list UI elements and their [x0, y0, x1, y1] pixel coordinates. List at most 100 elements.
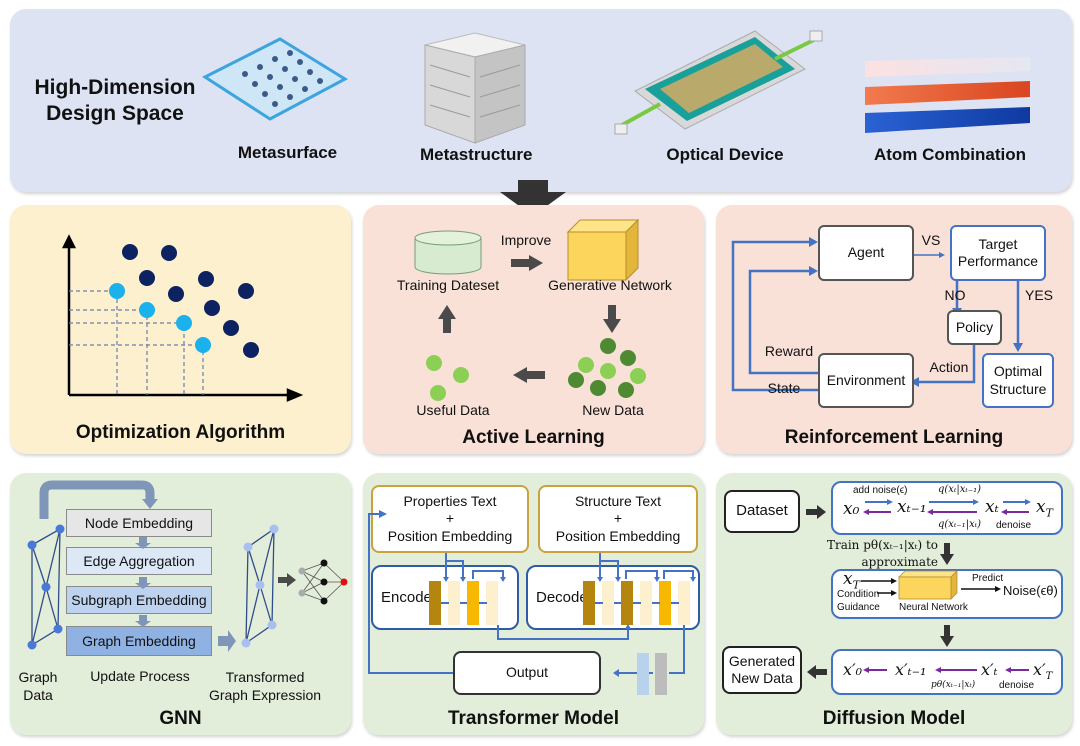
dominated-point: [198, 271, 214, 287]
vs-label: VS: [921, 232, 941, 248]
update-process-label: Update Process: [90, 668, 190, 684]
agent-box: Agent: [818, 225, 914, 281]
graph-data-icon: [27, 524, 65, 650]
gnn-layer-edge-aggregation: Edge Aggregation: [66, 547, 212, 575]
x0-symbol: x₀: [843, 499, 860, 519]
design-space-panel: High-Dimension Design Space Metasurface …: [10, 9, 1072, 192]
atom-combination-icon: [865, 57, 1030, 133]
forward-process-box: add noise(ϵ) q(xₜ|xₜ₋₁) x₀ xₜ₋₁ xₜ xT q(…: [831, 481, 1063, 535]
transformed-graph-icon: [241, 524, 279, 648]
pareto-scatter: [61, 234, 304, 402]
transformed-graph-label: Transformed Graph Expression: [208, 669, 322, 703]
dominated-point: [122, 244, 138, 260]
train-down-arrow-icon: [940, 543, 954, 565]
metasurface-icon: [201, 37, 349, 121]
properties-text-box: Properties Text + Position Embedding: [371, 485, 529, 553]
dataset-arrow-icon: [806, 505, 826, 519]
reverse-arrows: [863, 667, 1029, 673]
nn-down-arrow-icon: [940, 625, 954, 647]
gnn-feedback-arrow: [39, 480, 158, 519]
action-label: Action: [929, 359, 969, 375]
optical-device-icon: [614, 30, 823, 135]
design-space-title: High-Dimension Design Space: [34, 76, 196, 125]
pareto-point: [195, 337, 211, 353]
diffusion-title: Diffusion Model: [822, 708, 966, 729]
xT-symbol: xT: [1036, 497, 1053, 520]
q-reverse-label: q(xₜ₋₁|xₜ): [938, 519, 982, 530]
down-arrow-icon: [500, 180, 566, 216]
improve-label: Improve: [500, 232, 552, 248]
new-data-cluster: [568, 338, 646, 398]
dominated-point: [204, 300, 220, 316]
down-arrow-small-icon: [603, 305, 621, 333]
condition-label: Condition: [837, 589, 880, 600]
dominated-point: [161, 245, 177, 261]
gnn-layer-graph-embedding: Graph Embedding: [66, 626, 212, 656]
gnn-output-arrow-icon: [218, 630, 236, 652]
transformer-blocks: [368, 510, 696, 695]
dominated-point: [168, 286, 184, 302]
generated-new-data-box: Generated New Data: [722, 646, 802, 694]
graph-data-label: Graph Data: [18, 669, 58, 703]
metastructure-label: Metastructure: [420, 145, 533, 164]
xt-prime-symbol: x′ₜ: [981, 660, 998, 679]
metastructure-icon: [424, 32, 526, 144]
output-box: Output: [453, 651, 601, 695]
training-dataset-label: Training Dateset: [396, 277, 500, 293]
gnn-panel: Node Embedding Edge Aggregation Subgraph…: [10, 473, 351, 735]
environment-box: Environment: [818, 353, 914, 408]
atom-combination-label: Atom Combination: [873, 145, 1027, 164]
x-axis-arrow-icon: [286, 388, 304, 402]
generative-network-icon: [566, 218, 640, 282]
gnn-layer-node-embedding: Node Embedding: [66, 509, 212, 537]
forward-arrows: [863, 499, 1031, 515]
pareto-point: [109, 283, 125, 299]
dataset-box: Dataset: [724, 490, 800, 533]
optical-device-label: Optical Device: [666, 145, 784, 164]
diffusion-panel: Dataset add noise(ϵ) q(xₜ|xₜ₋₁) x₀ xₜ₋₁ …: [716, 473, 1072, 735]
transformer-panel: Properties Text + Position Embedding Str…: [363, 473, 704, 735]
metasurface-label: Metasurface: [237, 143, 338, 162]
encoder-label: Encoder: [381, 589, 437, 606]
neural-network-arrows: [861, 570, 1001, 600]
generative-network-label: Generative Network: [548, 277, 672, 293]
policy-box: Policy: [947, 310, 1002, 345]
dominated-point: [238, 283, 254, 299]
left-arrow-icon: [513, 367, 545, 383]
decoder-label: Decoder: [536, 589, 593, 606]
neural-network-label: Neural Network: [899, 602, 968, 613]
xT-input-symbol: xT: [843, 569, 860, 592]
active-learning-panel: Training Dateset Improve Generative Netw…: [363, 205, 704, 454]
no-label: NO: [944, 287, 966, 303]
state-label: State: [767, 380, 801, 396]
xt-minus-1-prime-symbol: x′ₜ₋₁: [895, 660, 927, 679]
dominated-point: [139, 270, 155, 286]
reverse-denoise-label: denoise: [999, 680, 1035, 691]
transformer-title: Transformer Model: [447, 708, 620, 729]
optimization-panel: Optimization Algorithm: [10, 205, 351, 454]
y-axis-arrow-icon: [61, 234, 77, 249]
add-noise-label: add noise(ϵ): [853, 485, 908, 496]
predict-label: Predict: [972, 573, 1004, 584]
q-forward-label: q(xₜ|xₜ₋₁): [938, 484, 982, 495]
reinforcement-panel: Agent VS Target Performance NO YES Polic…: [716, 205, 1072, 454]
dominated-point: [223, 320, 239, 336]
rl-arrows: [731, 237, 1023, 392]
x0-prime-symbol: x′₀: [843, 660, 863, 679]
gnn-layer-arrows: [135, 537, 151, 627]
reverse-process-box: x′₀ x′ₜ₋₁ x′ₜ x′T pθ(xₜ₋₁|xₜ) denoise: [831, 649, 1063, 695]
neural-net-icon: [298, 559, 348, 605]
xt-minus-1-symbol: xₜ₋₁: [897, 497, 927, 517]
pareto-point: [176, 315, 192, 331]
noise-pred-label: Noise(ϵθ): [1003, 583, 1058, 598]
reward-label: Reward: [764, 343, 814, 359]
useful-data-cluster: [426, 355, 469, 401]
optimization-title: Optimization Algorithm: [75, 422, 286, 443]
denoise-label: denoise: [996, 520, 1032, 531]
up-arrow-icon: [438, 305, 456, 333]
p-theta-label: pθ(xₜ₋₁|xₜ): [931, 680, 976, 690]
xt-symbol: xₜ: [985, 497, 999, 517]
generated-arrow-icon: [807, 665, 827, 679]
new-data-label: New Data: [582, 402, 644, 418]
active-learning-title: Active Learning: [462, 427, 605, 448]
